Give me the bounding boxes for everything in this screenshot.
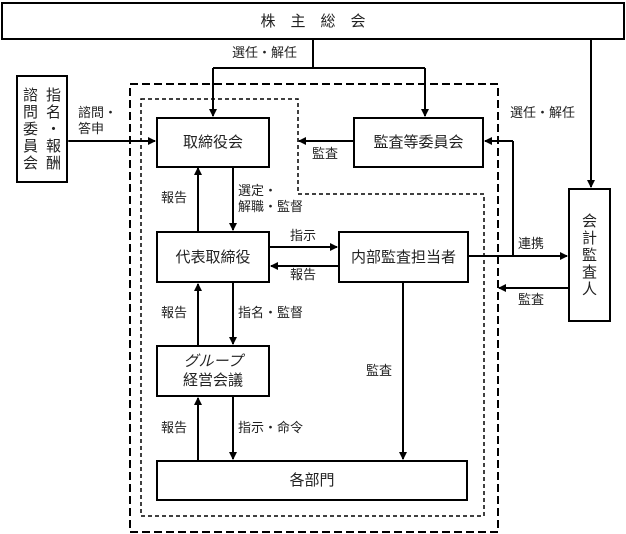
edge-shareholders-split [213,40,425,69]
node-departments-label: 各部門 [289,471,335,489]
label-audit-to-board: 監査 [312,147,339,162]
label-select-line2: 解職・監督 [238,200,304,215]
node-internal-audit: 内部監査担当者 [338,231,469,283]
node-internal-audit-label: 内部監査担当者 [350,247,456,266]
node-accounting-auditor: 会計監査人 [568,188,611,322]
label-consult-line2: 答申 [78,122,105,137]
node-nomination-committee-col2: 諮問委員会 [21,86,39,172]
node-departments: 各部門 [156,460,468,501]
node-group-meeting-line1: グループ [183,352,243,370]
label-report-depts-to-group: 報告 [161,421,188,436]
label-report-ceo-to-board: 報告 [161,191,188,206]
node-board-label: 取締役会 [182,133,243,151]
label-consult-line1: 諮問・ [78,106,118,121]
node-shareholders: 株 主 総 会 [1,2,625,40]
label-appoint-dismiss-right: 選任・解任 [510,106,576,121]
node-audit-committee-label: 監査等委員会 [373,133,464,151]
outer-dashed-boundary [129,83,499,533]
node-accounting-auditor-label: 会計監査人 [580,212,598,298]
node-ceo-label: 代表取締役 [175,247,251,266]
node-board: 取締役会 [156,117,270,168]
label-select-line1: 選定・ [238,184,278,199]
label-coordination: 連携 [518,237,545,252]
inner-dashed-boundary [140,98,485,517]
node-group-meeting-line2: 経営会議 [182,371,243,389]
label-nominate-supervise: 指名・監督 [238,306,304,321]
node-ceo: 代表取締役 [156,231,270,283]
node-audit-committee: 監査等委員会 [353,117,484,168]
node-group-meeting: グループ 経営会議 [156,345,270,397]
label-report-group-to-ceo: 報告 [161,306,188,321]
node-nomination-committee-col1: 指名・報酬 [44,86,62,172]
label-appoint-dismiss-top: 選任・解任 [232,46,298,61]
node-nomination-committee: 指名・報酬 諮問委員会 [16,75,68,183]
label-audit-by-accountant: 監査 [518,293,545,308]
label-instruct: 指示 [290,229,317,244]
label-instruct-order: 指示・命令 [238,421,304,436]
node-shareholders-label: 株 主 総 会 [260,11,366,30]
label-report-ia-to-ceo: 報告 [290,268,317,283]
label-audit-ia-to-depts: 監査 [366,364,393,379]
